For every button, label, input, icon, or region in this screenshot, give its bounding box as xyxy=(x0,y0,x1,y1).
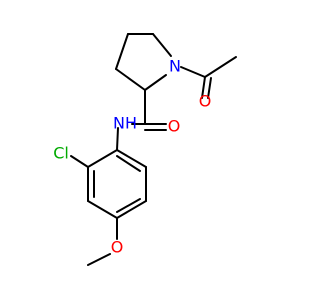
atom-label-acetyl-oxygen: O xyxy=(199,92,212,111)
atom-label-layer: N O NH O Cl O xyxy=(53,57,211,257)
bond-methoxy-methyl xyxy=(87,253,111,266)
bond-ring-left-top xyxy=(115,33,129,70)
bond-acetyl-methyl xyxy=(204,56,237,78)
atom-label-amide-nitrogen: NH xyxy=(113,114,137,133)
bond-aromatic-4 xyxy=(116,200,147,219)
bond-nh-ring-carbon xyxy=(116,127,119,151)
canvas-background xyxy=(0,0,300,300)
bond-layer xyxy=(70,33,237,266)
bond-aromatic-3 xyxy=(87,200,118,219)
molecule-structure: N O NH O Cl O xyxy=(0,0,300,300)
bond-ring-left-bottom xyxy=(115,68,146,91)
atom-label-ring-nitrogen: N xyxy=(169,57,181,76)
bond-n-acetyl-carbon xyxy=(180,66,206,78)
atom-label-methoxy-oxygen: O xyxy=(111,238,124,257)
bond-aromatic-inner-2 xyxy=(116,198,141,213)
bond-aromatic-1 xyxy=(87,149,118,168)
bond-acetyl-carbonyl-1 xyxy=(201,76,206,99)
bond-aromatic-chlorine xyxy=(70,155,89,168)
bond-ring-c2-n xyxy=(144,74,167,91)
bond-aromatic-inner-3 xyxy=(116,155,141,172)
bond-ring-right xyxy=(152,33,172,57)
bond-aromatic-6 xyxy=(116,149,147,168)
atom-label-chlorine: Cl xyxy=(53,144,69,163)
bond-acetyl-carbonyl-2 xyxy=(207,77,212,99)
atom-label-amide-oxygen: O xyxy=(168,117,181,136)
